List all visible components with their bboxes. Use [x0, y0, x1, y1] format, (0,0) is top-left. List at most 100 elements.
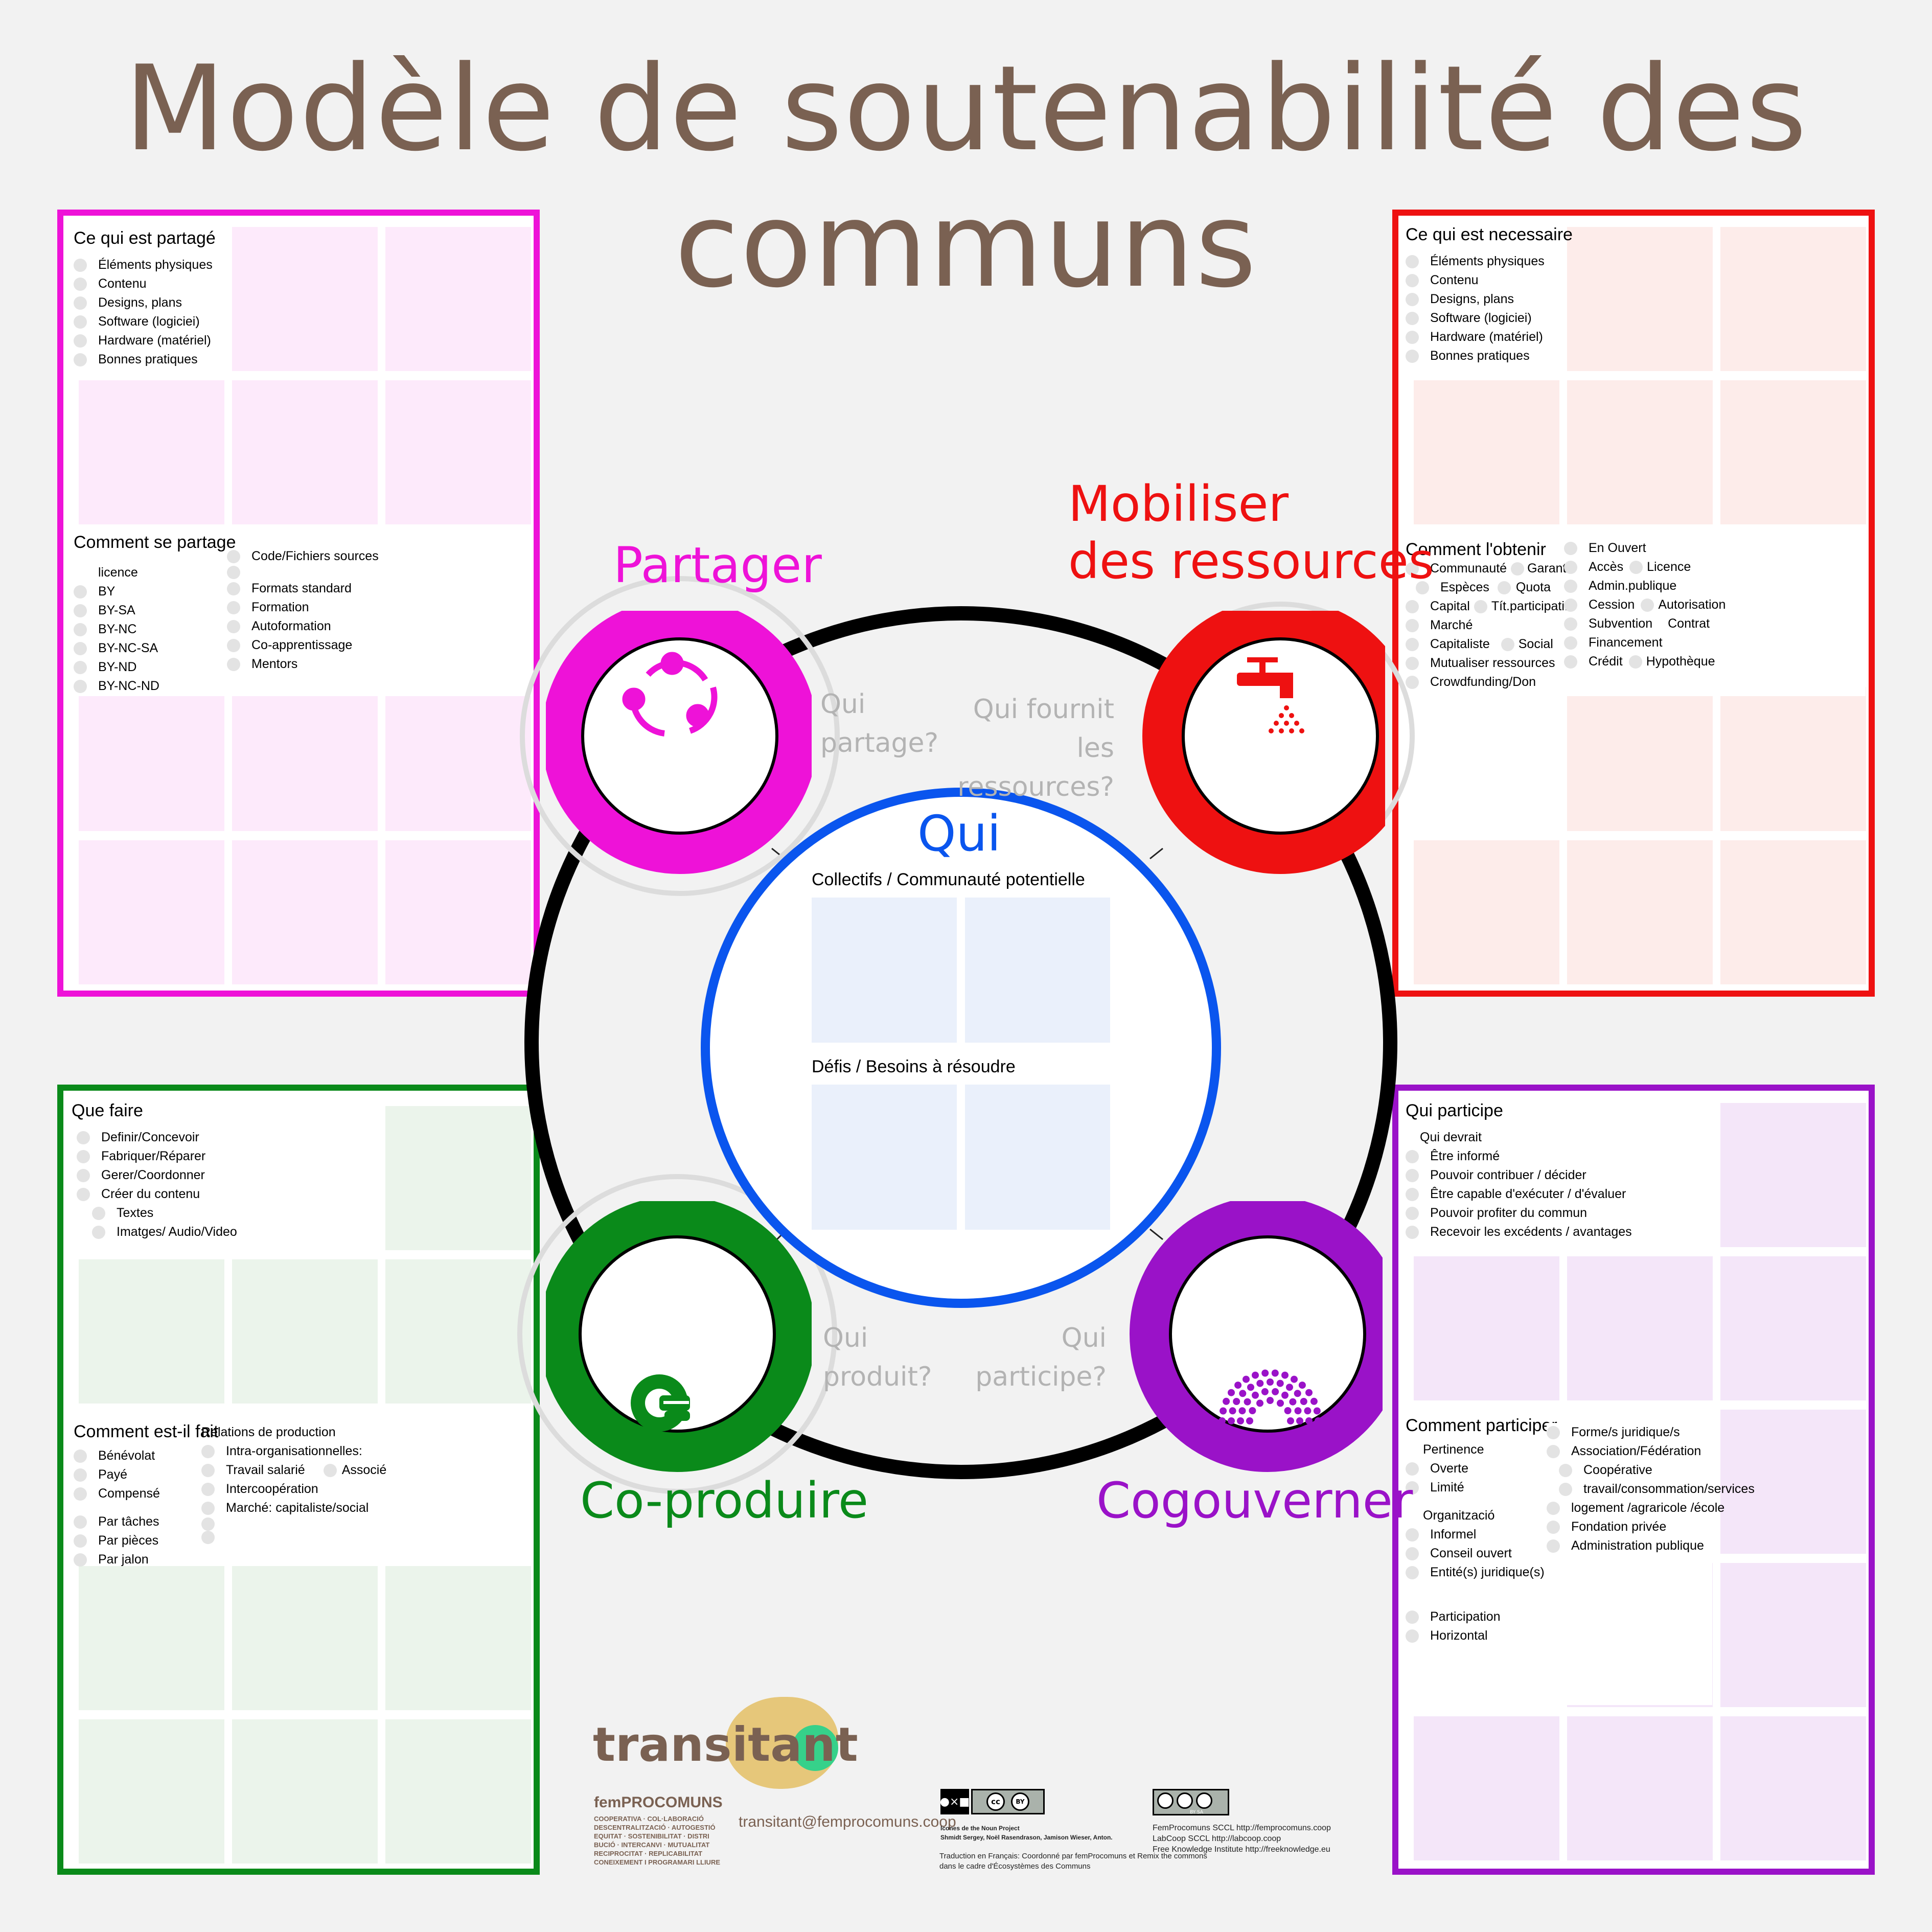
checkbox[interactable] [1559, 1482, 1572, 1496]
checkbox[interactable] [1547, 1539, 1560, 1553]
checkbox[interactable] [74, 353, 87, 366]
coproduire-node[interactable] [517, 1174, 837, 1494]
checkbox[interactable] [1629, 560, 1643, 574]
checkbox[interactable] [74, 334, 87, 348]
checkbox[interactable] [74, 660, 87, 674]
checkbox[interactable] [1497, 581, 1511, 594]
grid-cell[interactable] [1414, 1716, 1559, 1860]
checkbox[interactable] [74, 296, 87, 310]
checkbox[interactable] [1406, 637, 1419, 651]
qui-note-box[interactable] [812, 1085, 957, 1230]
grid-cell[interactable] [1567, 840, 1713, 984]
grid-cell[interactable] [1414, 840, 1559, 984]
checkbox[interactable] [74, 1468, 87, 1482]
checkbox[interactable] [1406, 618, 1419, 632]
checkbox[interactable] [1406, 292, 1419, 306]
checkbox[interactable] [1474, 600, 1487, 613]
qui-note-box[interactable] [965, 898, 1110, 1043]
checkbox[interactable] [1406, 562, 1419, 576]
checkbox[interactable] [227, 601, 240, 614]
grid-cell[interactable] [1567, 687, 1713, 831]
checkbox[interactable] [1547, 1501, 1560, 1515]
checkbox[interactable] [1406, 1528, 1419, 1542]
grid-cell[interactable] [1720, 840, 1866, 984]
checkbox[interactable] [1511, 562, 1525, 576]
grid-cell[interactable] [1720, 1103, 1866, 1247]
checkbox[interactable] [1406, 1629, 1419, 1643]
checkbox[interactable] [1501, 637, 1514, 651]
checkbox[interactable] [227, 619, 240, 633]
checkbox[interactable] [1406, 1566, 1419, 1579]
checkbox[interactable] [74, 604, 87, 617]
checkbox[interactable] [77, 1149, 90, 1163]
checkbox[interactable] [1406, 1547, 1419, 1560]
checkbox[interactable] [1547, 1425, 1560, 1439]
checkbox[interactable] [1559, 1463, 1572, 1477]
grid-cell[interactable] [1414, 380, 1559, 524]
grid-cell[interactable] [1720, 687, 1866, 831]
checkbox[interactable] [1406, 1168, 1419, 1182]
grid-cell[interactable] [385, 1106, 531, 1250]
checkbox[interactable] [74, 315, 87, 329]
contact-email[interactable]: transitant@femprocomuns.coop [739, 1813, 956, 1830]
grid-cell[interactable] [79, 687, 224, 831]
checkbox[interactable] [1406, 600, 1419, 613]
checkbox[interactable] [323, 1463, 337, 1477]
checkbox[interactable] [74, 1487, 87, 1501]
checkbox[interactable] [201, 1482, 215, 1496]
grid-cell[interactable] [1720, 1410, 1866, 1554]
checkbox[interactable] [77, 1187, 90, 1201]
checkbox[interactable] [74, 258, 87, 272]
grid-cell[interactable] [79, 1719, 224, 1864]
grid-cell[interactable] [232, 380, 378, 524]
grid-cell[interactable] [1567, 227, 1713, 371]
checkbox[interactable] [201, 1501, 215, 1515]
mobiliser-node[interactable] [1142, 602, 1415, 874]
grid-cell[interactable] [232, 1719, 378, 1864]
checkbox[interactable] [1406, 1481, 1419, 1494]
grid-cell[interactable] [79, 1259, 224, 1404]
checkbox[interactable] [74, 1515, 87, 1529]
checkbox[interactable] [1416, 581, 1429, 594]
grid-cell[interactable] [1567, 1716, 1713, 1860]
checkbox[interactable] [227, 638, 240, 652]
grid-cell[interactable] [1720, 1716, 1866, 1860]
checkbox[interactable] [1406, 1225, 1419, 1239]
grid-cell[interactable] [385, 227, 531, 371]
checkbox[interactable] [74, 1534, 87, 1548]
checkbox[interactable] [1641, 598, 1654, 612]
partager-node[interactable] [520, 576, 840, 896]
checkbox[interactable] [1564, 560, 1577, 574]
checkbox[interactable] [1406, 273, 1419, 287]
checkbox[interactable] [74, 1449, 87, 1463]
grid-cell[interactable] [385, 840, 531, 984]
checkbox[interactable] [74, 1553, 87, 1567]
checkbox[interactable] [92, 1206, 105, 1220]
grid-cell[interactable] [1414, 1256, 1559, 1400]
grid-cell[interactable] [79, 1566, 224, 1710]
qui-note-box[interactable] [812, 898, 957, 1043]
grid-cell[interactable] [385, 1719, 531, 1864]
grid-cell[interactable] [232, 1259, 378, 1404]
grid-cell[interactable] [1720, 380, 1866, 524]
checkbox[interactable] [1564, 598, 1577, 612]
checkbox[interactable] [1406, 330, 1419, 344]
checkbox[interactable] [227, 549, 240, 563]
checkbox[interactable] [74, 585, 87, 599]
grid-cell[interactable] [232, 227, 378, 371]
checkbox[interactable] [201, 1531, 215, 1544]
grid-cell[interactable] [1567, 380, 1713, 524]
checkbox[interactable] [201, 1444, 215, 1458]
checkbox[interactable] [1406, 1187, 1419, 1201]
checkbox[interactable] [1406, 1149, 1419, 1163]
checkbox[interactable] [1564, 636, 1577, 650]
checkbox[interactable] [74, 277, 87, 291]
checkbox[interactable] [227, 582, 240, 595]
cogouverner-node[interactable] [1130, 1201, 1385, 1472]
checkbox[interactable] [92, 1225, 105, 1239]
checkbox[interactable] [227, 566, 240, 579]
checkbox[interactable] [1406, 1610, 1419, 1624]
checkbox[interactable] [1406, 311, 1419, 325]
checkbox[interactable] [1564, 541, 1577, 555]
grid-cell[interactable] [385, 1259, 531, 1404]
